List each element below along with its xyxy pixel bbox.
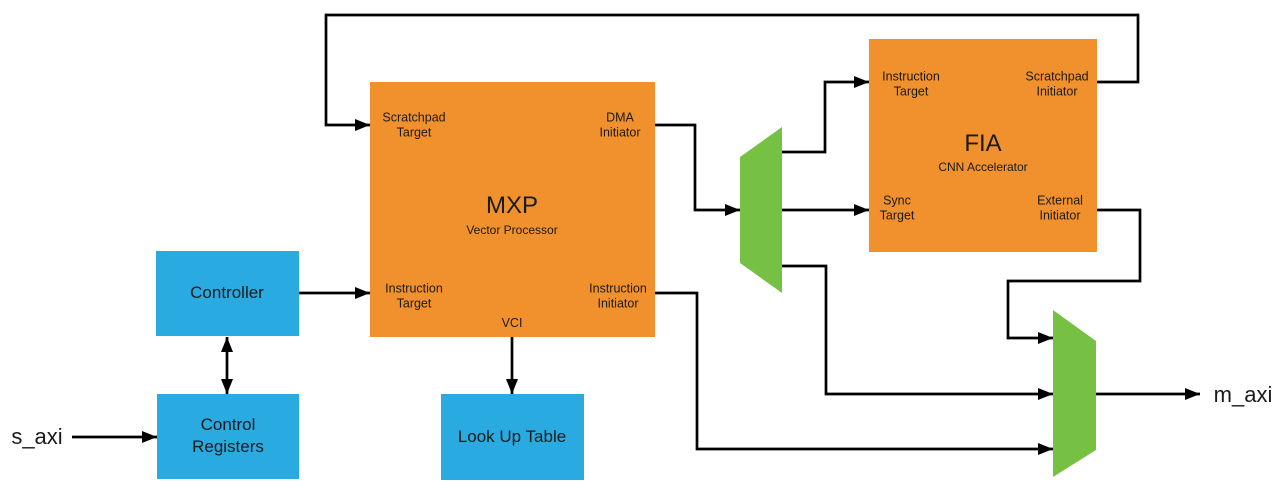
connector-mux-a-to-fia-instruction-target xyxy=(782,76,869,154)
control-registers-block: Control Registers xyxy=(157,394,299,479)
mux-a xyxy=(740,127,782,293)
mxp-port-vci: VCI xyxy=(501,315,523,330)
fia-port-sync-target: Sync Target xyxy=(879,193,915,223)
mxp-port-instruction-target: Instruction Target xyxy=(385,281,443,311)
m-axi-label: m_axi xyxy=(1213,382,1273,407)
lookup-table-label: Look Up Table xyxy=(457,426,567,446)
mux-b xyxy=(1053,310,1096,477)
fia-port-external-initiator: External Initiator xyxy=(1037,193,1083,223)
control-registers-label: Control Registers xyxy=(192,414,264,456)
mxp-port-instruction-initiator: Instruction Initiator xyxy=(589,281,647,311)
s-axi-label: s_axi xyxy=(11,424,63,449)
connector-fia-external-initiator-to-mux-b xyxy=(1006,208,1142,344)
fia-port-scratchpad-initiator: Scratchpad Initiator xyxy=(1025,69,1089,99)
fia-block: FIA CNN Accelerator Instruction Target S… xyxy=(869,39,1097,252)
connector-mxp-instruction-initiator-to-mux-b xyxy=(655,291,1053,455)
mxp-title: MXP xyxy=(485,192,539,219)
connector-mux-a-to-mux-b xyxy=(782,264,1053,400)
mxp-block: MXP Vector Processor Scratchpad Target D… xyxy=(370,82,655,337)
connector-mxp-dma-initiator-to-mux-a xyxy=(655,123,740,216)
controller-block: Controller xyxy=(156,251,299,336)
connector-fia-scratchpad-initiator-to-mxp-scratchpad-target xyxy=(324,13,1140,131)
fia-subtitle: CNN Accelerator xyxy=(938,160,1028,174)
mxp-subtitle: Vector Processor xyxy=(466,223,558,237)
fia-title: FIA xyxy=(964,130,1002,157)
controller-label: Controller xyxy=(190,282,264,302)
mxp-port-scratchpad-target: Scratchpad Target xyxy=(382,110,446,140)
lookup-table-block: Look Up Table xyxy=(441,394,584,480)
fia-port-instruction-target: Instruction Target xyxy=(882,69,940,99)
mxp-port-dma-initiator: DMA Initiator xyxy=(599,110,641,140)
